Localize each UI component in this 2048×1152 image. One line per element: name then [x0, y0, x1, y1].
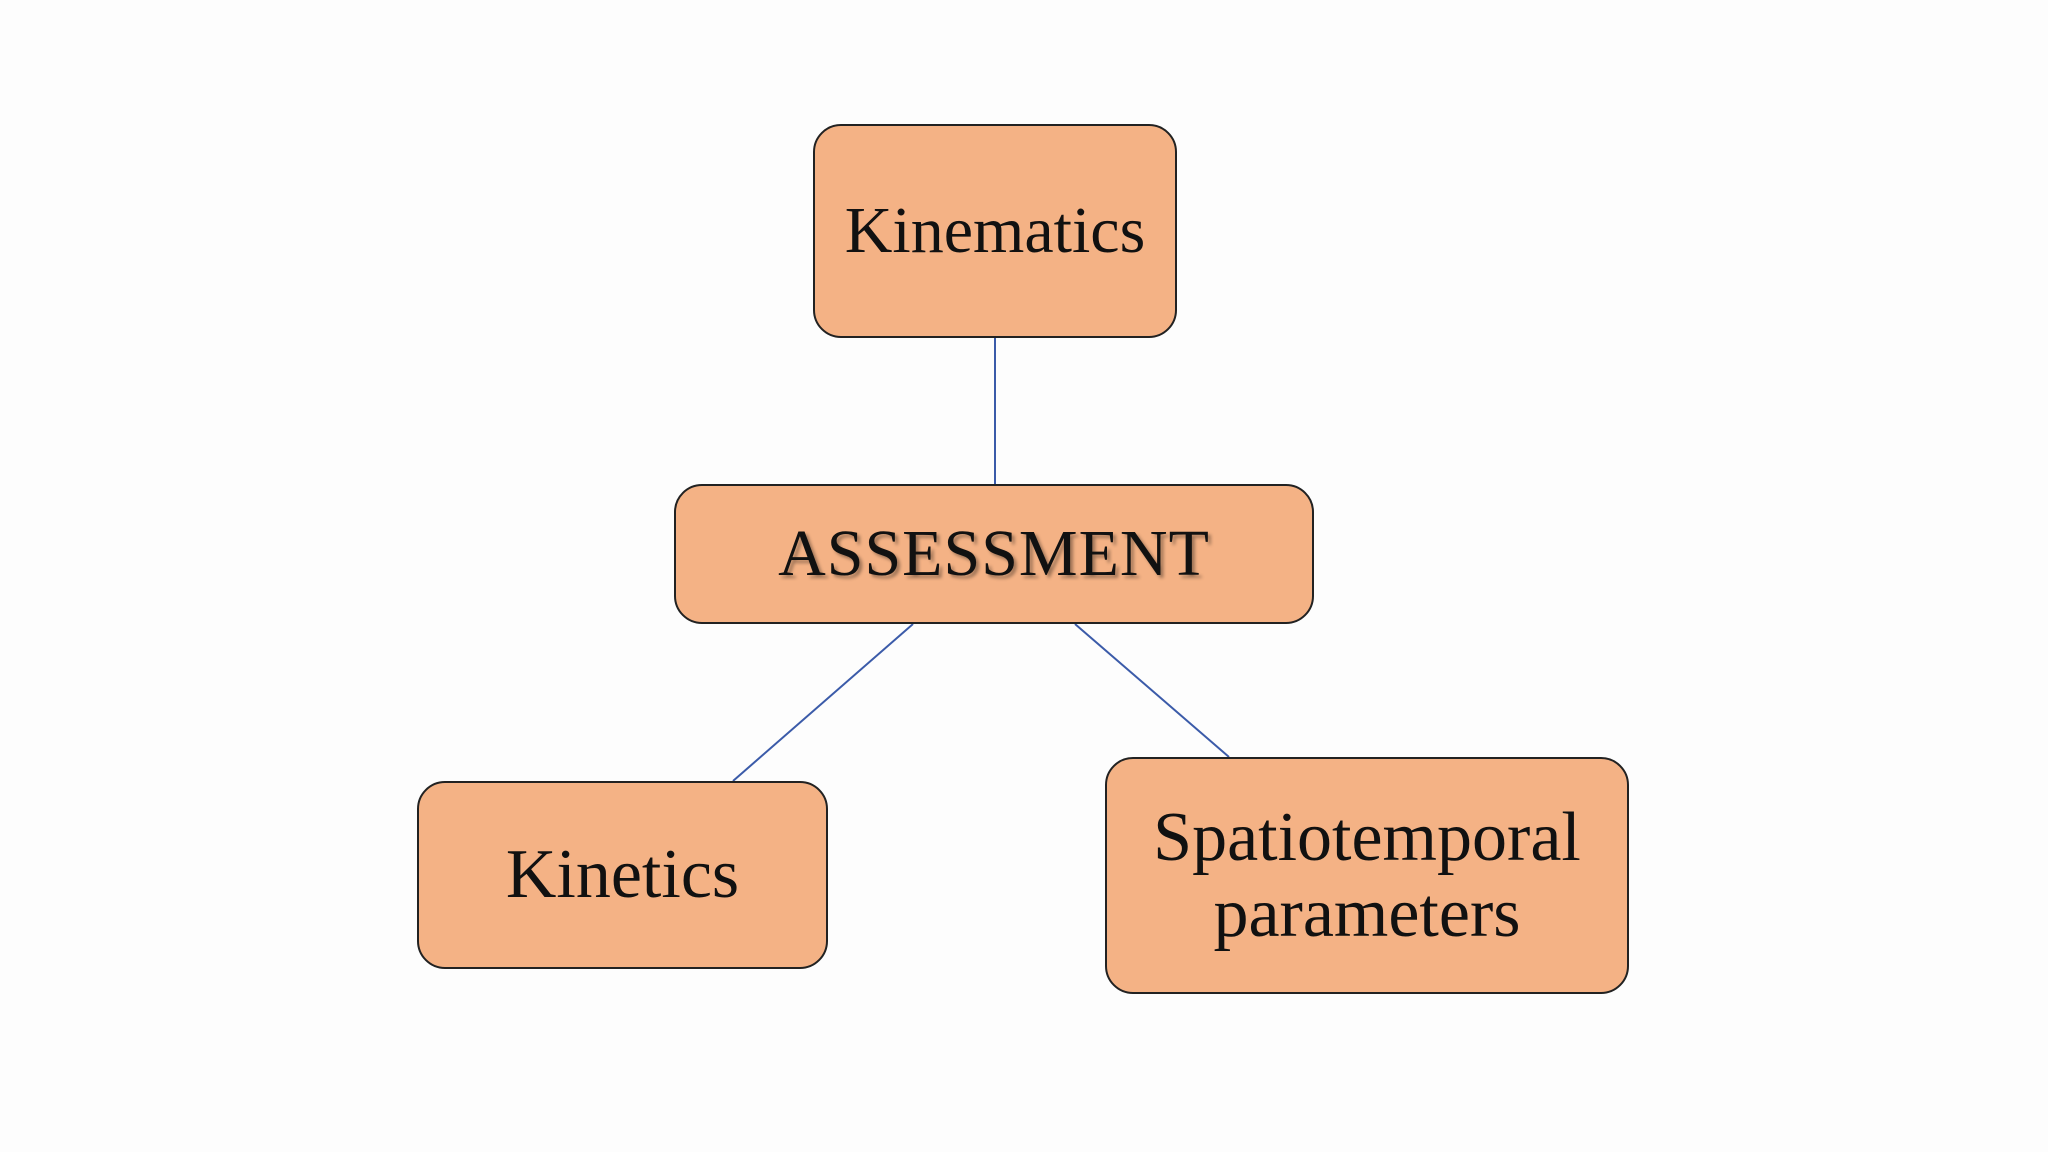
- connector-assessment-spatiotemporal: [1074, 623, 1230, 758]
- node-spatiotemporal-label: Spatiotemporal parameters: [1153, 798, 1581, 952]
- connector-assessment-kinetics: [732, 623, 914, 782]
- node-kinematics-label: Kinematics: [844, 194, 1146, 268]
- node-assessment-label: ASSESSMENT: [778, 517, 1210, 591]
- node-assessment: ASSESSMENT: [674, 484, 1314, 624]
- node-spatiotemporal-parameters: Spatiotemporal parameters: [1105, 757, 1629, 994]
- node-kinematics: Kinematics: [813, 124, 1177, 338]
- node-kinetics: Kinetics: [417, 781, 828, 969]
- node-kinetics-label: Kinetics: [505, 836, 740, 914]
